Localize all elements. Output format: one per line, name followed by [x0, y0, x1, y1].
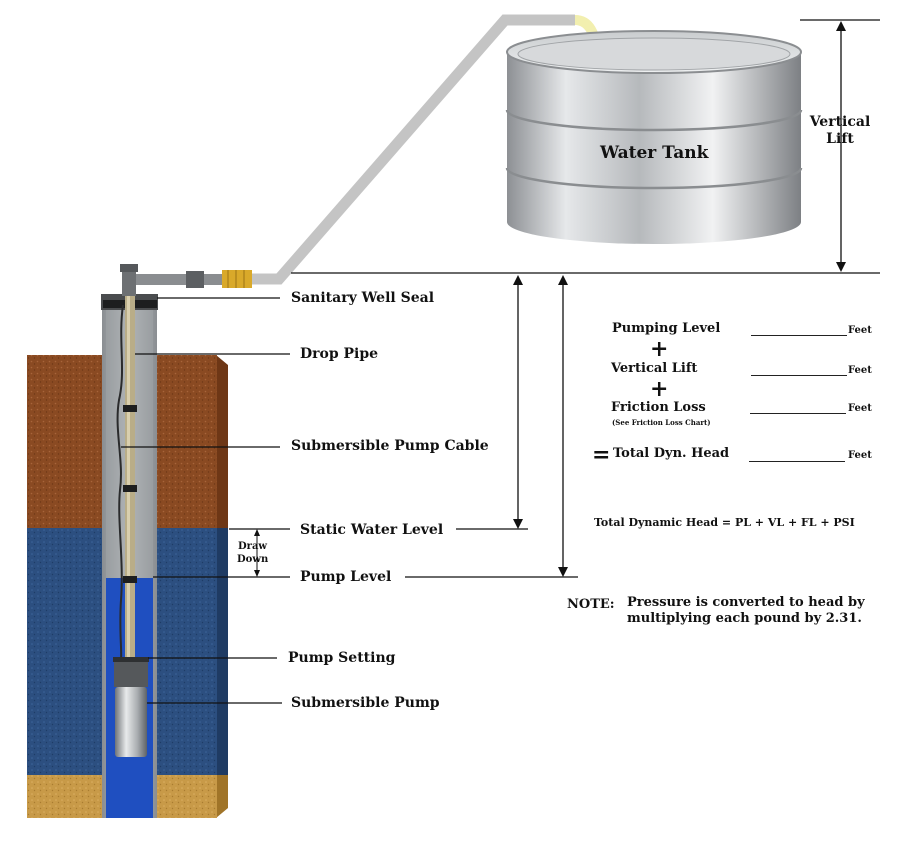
- draw-down-label-line1: Draw: [238, 541, 268, 552]
- vertical-lift-arrow-top: [836, 21, 846, 31]
- drop-pipe-assembly: [116, 278, 137, 661]
- tank-band-1: [505, 109, 803, 132]
- tank-band-2: [505, 167, 803, 190]
- cable-tie-3: [123, 576, 137, 583]
- vertical-lift-term: Vertical Lift: [611, 361, 698, 376]
- discharge-fitting: [186, 271, 204, 288]
- supply-line: [252, 14, 575, 285]
- drawdown-arrow-top: [254, 529, 260, 536]
- vertical-lift-label-line2: Lift: [826, 131, 854, 147]
- equals-sign: =: [592, 442, 611, 468]
- seal-band-left: [103, 300, 125, 308]
- seal-band-right: [135, 300, 157, 308]
- pump-cable: [116, 304, 124, 661]
- static-water-level-label: Static Water Level: [300, 522, 444, 538]
- plus-sign-1: +: [650, 336, 669, 362]
- vertical-lift-label-line1: Vertical: [809, 114, 871, 130]
- friction-loss-term: Friction Loss: [611, 400, 706, 415]
- friction-loss-unit: Feet: [848, 403, 872, 414]
- pump-body: [115, 687, 147, 757]
- sanitary-well-seal-label: Sanitary Well Seal: [291, 290, 435, 306]
- static-level-arrow-top: [513, 275, 523, 285]
- cable-tie-2: [123, 485, 137, 492]
- total-dynamic-head-unit: Feet: [848, 450, 872, 461]
- total-dynamic-head-blank: [749, 461, 845, 462]
- tank-body: [507, 52, 801, 244]
- submersible-pump-drawing: [113, 657, 149, 757]
- tdh-equation: Total Dynamic Head = PL + VL + FL + PSI: [594, 516, 855, 529]
- note-text-line2: multiplying each pound by 2.31.: [627, 611, 862, 626]
- water-tank-drawing: [505, 30, 803, 244]
- pump-setting-label: Pump Setting: [288, 650, 396, 666]
- drawdown-arrow-bottom: [254, 570, 260, 577]
- soil-layer-side: [216, 355, 228, 528]
- note-text-line1: Pressure is converted to head by: [627, 595, 865, 610]
- vertical-lift-unit: Feet: [848, 365, 872, 376]
- friction-loss-blank: [750, 413, 846, 414]
- total-dynamic-head-term: Total Dyn. Head: [613, 446, 730, 461]
- wellhead-cap: [120, 264, 138, 272]
- dimension-lines: [254, 19, 880, 577]
- cable-tie-1: [123, 405, 137, 412]
- note-label: NOTE:: [567, 597, 615, 612]
- pumping-level-blank: [751, 335, 847, 336]
- brass-coupling: [222, 270, 252, 288]
- pump-level-label: Pump Level: [300, 569, 392, 585]
- pumping-level-unit: Feet: [848, 325, 872, 336]
- sand-layer-side: [216, 775, 228, 818]
- submersible-pump-label: Submersible Pump: [291, 695, 440, 711]
- wellhead-fittings: [120, 264, 252, 296]
- submersible-pump-cable-label: Submersible Pump Cable: [291, 438, 489, 454]
- discharge-pipe: [136, 274, 226, 285]
- water-tank-label: Water Tank: [600, 143, 709, 163]
- drop-pipe-label: Drop Pipe: [300, 346, 379, 362]
- static-level-arrow-bottom: [513, 519, 523, 529]
- wellhead-riser: [122, 266, 136, 296]
- aquifer-layer-side: [216, 528, 228, 775]
- vertical-lift-blank: [751, 375, 847, 376]
- friction-loss-note: (See Friction Loss Chart): [612, 418, 711, 427]
- pump-level-arrow-top: [558, 275, 568, 285]
- pump-level-arrow-bottom: [558, 567, 568, 577]
- pumping-level-term: Pumping Level: [612, 321, 721, 336]
- tank-opening: [517, 37, 791, 71]
- vertical-lift-arrow-bottom: [836, 262, 846, 272]
- drop-pipe-highlight: [127, 278, 130, 660]
- leader-lines: [121, 297, 578, 704]
- pump-intake-top: [113, 657, 149, 662]
- draw-down-label-line2: Down: [237, 554, 269, 565]
- plus-sign-2: +: [650, 376, 669, 402]
